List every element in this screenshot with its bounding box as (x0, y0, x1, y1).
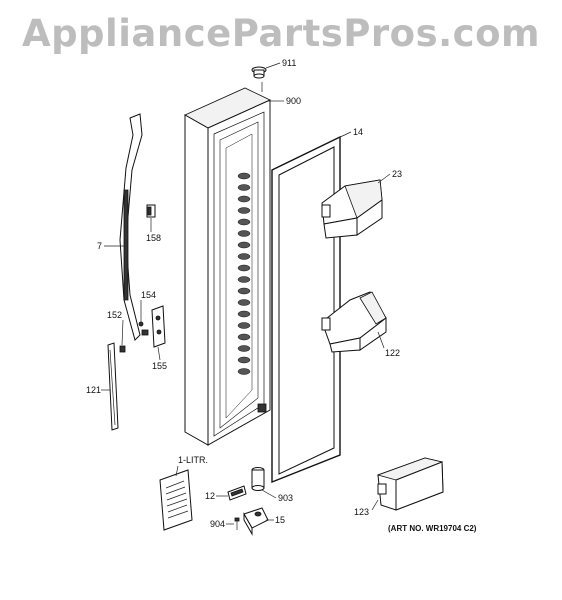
door-bump (237, 241, 251, 249)
label-152: 152 (107, 310, 122, 320)
label-900: 900 (286, 96, 301, 106)
watermark-logo: AppliancePartsPros.com (21, 12, 541, 55)
label-155: 155 (152, 361, 167, 371)
door-bump (237, 184, 251, 191)
label-121: 121 (86, 385, 101, 395)
label-14: 14 (353, 127, 363, 137)
door-bump (237, 264, 251, 272)
part-904-screw (226, 517, 240, 530)
label-911: 911 (282, 58, 296, 68)
part-903-post (251, 467, 277, 499)
part-911-cap (251, 62, 281, 79)
door-bump (237, 287, 251, 295)
part-14-gasket (271, 131, 352, 484)
part-15-hinge-block (243, 507, 274, 536)
door-bump (237, 333, 251, 341)
label-158: 158 (146, 233, 161, 243)
part-900-door (184, 82, 271, 446)
door-bump (237, 207, 251, 214)
part-155-hinge (141, 305, 166, 361)
label-12: 12 (205, 491, 215, 501)
part-12-bracket (216, 485, 247, 501)
part-158-clip (146, 204, 156, 232)
part-7-hinge-bar (104, 113, 143, 341)
door-bump (237, 356, 251, 364)
door-bump (237, 172, 251, 180)
door-bump (237, 276, 251, 283)
label-154: 154 (141, 290, 156, 300)
door-bump (237, 322, 251, 329)
part-123-door-bin (371, 457, 444, 511)
label-903: 903 (278, 493, 293, 503)
part-23-upper-shelf-bin (321, 173, 391, 239)
part-154-screw (138, 300, 144, 327)
label-15: 15 (275, 515, 285, 525)
label-7: 7 (97, 241, 102, 251)
label-122: 122 (385, 348, 400, 358)
part-1-litr-literature (159, 465, 193, 531)
door-bump (237, 310, 251, 318)
door-bump (237, 368, 251, 375)
part-122-lower-shelf-bin (321, 291, 387, 353)
door-bump (237, 253, 251, 260)
door-bump (237, 230, 251, 237)
door-inner-bumps (237, 172, 251, 375)
label-123: 123 (354, 507, 369, 517)
part-152-pin (119, 319, 126, 353)
label-904: 904 (210, 519, 225, 529)
door-bump (237, 345, 251, 352)
part-121-trim-strip (101, 342, 119, 431)
label-23: 23 (392, 169, 402, 179)
door-bump (237, 195, 251, 203)
label-1-litr: 1-LITR. (178, 455, 208, 465)
art-number: (ART NO. WR19704 C2) (388, 524, 477, 533)
door-bump (237, 218, 251, 226)
door-bump (237, 299, 251, 306)
